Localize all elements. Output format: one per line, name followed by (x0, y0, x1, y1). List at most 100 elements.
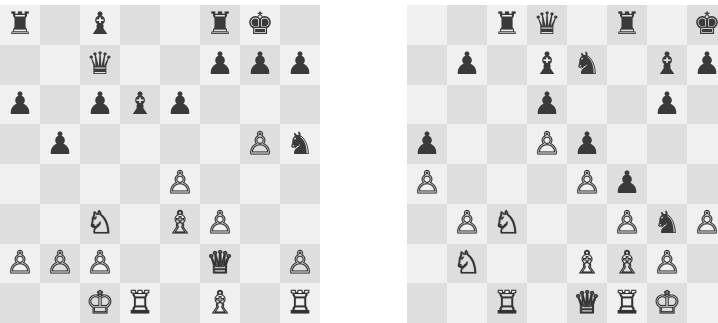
white-pawn-icon[interactable]: ♙ (573, 168, 601, 199)
white-rook-icon[interactable]: ♖ (493, 288, 521, 319)
square-d8[interactable]: ♛ (527, 5, 567, 45)
square-a5[interactable]: ♟ (407, 124, 447, 164)
square-e5[interactable] (160, 124, 200, 164)
square-b6[interactable] (447, 85, 487, 125)
black-pawn-icon[interactable]: ♟ (86, 89, 114, 120)
square-g2[interactable]: ♙ (647, 244, 687, 284)
square-g6[interactable]: ♟ (647, 85, 687, 125)
black-king-icon[interactable]: ♚ (246, 9, 274, 40)
square-e1[interactable]: ♕ (567, 283, 607, 323)
square-h5[interactable] (687, 124, 718, 164)
black-pawn-icon[interactable]: ♟ (453, 49, 481, 80)
white-pawn-icon[interactable]: ♙ (206, 208, 234, 239)
square-d7[interactable] (120, 45, 160, 85)
square-d1[interactable]: ♖ (120, 283, 160, 323)
square-e2[interactable]: ♗ (567, 244, 607, 284)
square-e3[interactable]: ♗ (160, 204, 200, 244)
square-c3[interactable]: ♘ (487, 204, 527, 244)
black-queen-icon[interactable]: ♛ (86, 49, 114, 80)
square-a1[interactable] (407, 283, 447, 323)
black-pawn-icon[interactable]: ♟ (693, 49, 718, 80)
square-b6[interactable] (40, 85, 80, 125)
square-f1[interactable]: ♖ (607, 283, 647, 323)
black-bishop-icon[interactable]: ♝ (86, 9, 114, 40)
square-b8[interactable] (40, 5, 80, 45)
square-c8[interactable]: ♝ (80, 5, 120, 45)
black-pawn-icon[interactable]: ♟ (573, 129, 601, 160)
black-knight-icon[interactable]: ♞ (653, 208, 681, 239)
square-h3[interactable]: ♙ (687, 204, 718, 244)
square-f7[interactable]: ♟ (200, 45, 240, 85)
square-d2[interactable] (527, 244, 567, 284)
square-g8[interactable] (647, 5, 687, 45)
square-d3[interactable] (527, 204, 567, 244)
black-pawn-icon[interactable]: ♟ (246, 49, 274, 80)
square-c6[interactable]: ♟ (80, 85, 120, 125)
white-queen-icon[interactable]: ♕ (206, 248, 234, 279)
square-b8[interactable] (447, 5, 487, 45)
square-h1[interactable]: ♖ (280, 283, 320, 323)
white-pawn-icon[interactable]: ♙ (6, 248, 34, 279)
square-f4[interactable]: ♟ (607, 164, 647, 204)
square-c1[interactable]: ♖ (487, 283, 527, 323)
square-d2[interactable] (120, 244, 160, 284)
square-c2[interactable]: ♙ (80, 244, 120, 284)
white-pawn-icon[interactable]: ♙ (246, 129, 274, 160)
square-a3[interactable] (407, 204, 447, 244)
square-b7[interactable]: ♟ (447, 45, 487, 85)
square-h8[interactable] (280, 5, 320, 45)
white-rook-icon[interactable]: ♖ (126, 288, 154, 319)
square-g7[interactable]: ♝ (647, 45, 687, 85)
square-g5[interactable]: ♙ (240, 124, 280, 164)
square-b1[interactable] (447, 283, 487, 323)
square-g5[interactable] (647, 124, 687, 164)
square-d4[interactable] (527, 164, 567, 204)
square-c3[interactable]: ♘ (80, 204, 120, 244)
square-g4[interactable] (240, 164, 280, 204)
square-g6[interactable] (240, 85, 280, 125)
white-pawn-icon[interactable]: ♙ (453, 208, 481, 239)
square-c4[interactable] (80, 164, 120, 204)
square-g1[interactable]: ♔ (647, 283, 687, 323)
square-a4[interactable]: ♙ (407, 164, 447, 204)
square-b2[interactable]: ♙ (40, 244, 80, 284)
square-a3[interactable] (0, 204, 40, 244)
square-f6[interactable] (200, 85, 240, 125)
black-pawn-icon[interactable]: ♟ (653, 89, 681, 120)
square-h4[interactable] (687, 164, 718, 204)
square-g4[interactable] (647, 164, 687, 204)
square-c5[interactable] (80, 124, 120, 164)
square-b5[interactable]: ♟ (40, 124, 80, 164)
white-bishop-icon[interactable]: ♗ (573, 248, 601, 279)
square-h8[interactable]: ♚ (687, 5, 718, 45)
square-h7[interactable]: ♟ (280, 45, 320, 85)
square-f8[interactable]: ♜ (200, 5, 240, 45)
black-pawn-icon[interactable]: ♟ (206, 49, 234, 80)
white-pawn-icon[interactable]: ♙ (286, 248, 314, 279)
black-rook-icon[interactable]: ♜ (206, 9, 234, 40)
square-f3[interactable]: ♙ (200, 204, 240, 244)
square-e1[interactable] (160, 283, 200, 323)
white-pawn-icon[interactable]: ♙ (46, 248, 74, 279)
black-pawn-icon[interactable]: ♟ (166, 89, 194, 120)
square-f5[interactable] (607, 124, 647, 164)
square-e4[interactable]: ♙ (160, 164, 200, 204)
square-a5[interactable] (0, 124, 40, 164)
square-d8[interactable] (120, 5, 160, 45)
square-g3[interactable]: ♞ (647, 204, 687, 244)
square-e2[interactable] (160, 244, 200, 284)
square-e7[interactable] (160, 45, 200, 85)
square-b1[interactable] (40, 283, 80, 323)
square-c7[interactable] (487, 45, 527, 85)
square-g8[interactable]: ♚ (240, 5, 280, 45)
square-a6[interactable]: ♟ (0, 85, 40, 125)
white-king-icon[interactable]: ♔ (653, 288, 681, 319)
square-e4[interactable]: ♙ (567, 164, 607, 204)
square-g3[interactable] (240, 204, 280, 244)
black-pawn-icon[interactable]: ♟ (6, 89, 34, 120)
square-f7[interactable] (607, 45, 647, 85)
square-f4[interactable] (200, 164, 240, 204)
square-b5[interactable] (447, 124, 487, 164)
white-bishop-icon[interactable]: ♗ (206, 288, 234, 319)
square-a8[interactable] (407, 5, 447, 45)
